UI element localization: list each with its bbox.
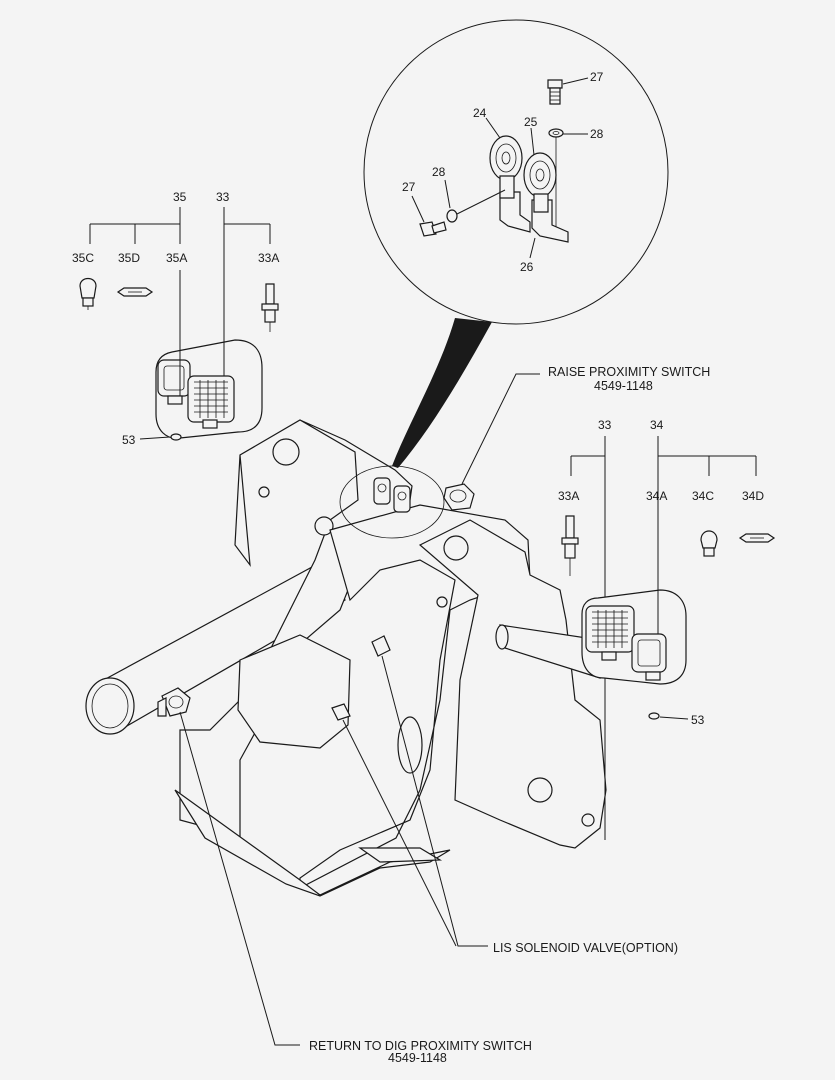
work-lamp-right <box>581 589 687 685</box>
callout-34a: 34A <box>646 489 667 503</box>
callout-25: 25 <box>524 115 538 129</box>
washer-53-left <box>170 433 182 441</box>
callout-27-top: 27 <box>590 70 604 84</box>
bolt-part <box>419 221 447 237</box>
callout-34d: 34D <box>742 489 764 503</box>
callout-35c: 35C <box>72 251 94 265</box>
washer-part <box>446 209 458 223</box>
callout-35d: 35D <box>118 251 140 265</box>
detail-circle <box>363 19 669 325</box>
callout-34: 34 <box>650 418 664 432</box>
callout-28-left: 28 <box>432 165 446 179</box>
washer-53-right <box>648 712 660 720</box>
lis-solenoid-valve-parts <box>331 635 391 721</box>
callout-34c: 34C <box>692 489 714 503</box>
work-lamp-left <box>155 339 263 439</box>
raise-proximity-switch-part <box>443 483 475 511</box>
bulb-35c-part <box>79 277 97 310</box>
callout-35: 35 <box>173 190 187 204</box>
callout-33-left: 33 <box>216 190 230 204</box>
callout-53-right: 53 <box>691 713 705 727</box>
right-lamp-callouts: 33 34 33A 34A 34C 34D <box>558 418 776 840</box>
callout-53-left: 53 <box>122 433 136 447</box>
detail-leader-band <box>392 318 492 468</box>
label-raise-proximity-switch: RAISE PROXIMITY SWITCH <box>548 365 710 379</box>
callout-35a: 35A <box>166 251 187 265</box>
detail-view: 27 28 24 25 28 27 26 <box>363 19 669 468</box>
label-return-switch-part-number: 4549-1148 <box>388 1051 447 1065</box>
bolt-part <box>547 79 563 105</box>
lamp-bracket-part <box>489 135 531 233</box>
callout-28-top: 28 <box>590 127 604 141</box>
label-lis-solenoid-valve: LIS SOLENOID VALVE(OPTION) <box>493 941 678 955</box>
bulb-34c-part <box>700 530 718 557</box>
bulb-35d-part <box>116 287 154 297</box>
callout-27-left: 27 <box>402 180 416 194</box>
bracket-small <box>373 477 411 513</box>
label-raise-switch-part-number: 4549-1148 <box>594 379 653 393</box>
callout-26: 26 <box>520 260 534 274</box>
bracket-zoom-ring <box>339 465 445 539</box>
bulb-33a-left-part <box>261 283 279 332</box>
left-lamp-callouts: 35 33 35C 35D 35A 33A <box>72 190 279 447</box>
lamp-bracket-part <box>523 152 569 243</box>
callout-33-right: 33 <box>598 418 612 432</box>
callout-24: 24 <box>473 106 487 120</box>
callout-33a-left: 33A <box>258 251 279 265</box>
bulb-33a-right-part <box>561 515 579 576</box>
label-return-to-dig-proximity-switch: RETURN TO DIG PROXIMITY SWITCH <box>309 1039 532 1053</box>
loader-frame <box>85 419 607 897</box>
bulb-34d-part <box>738 533 776 543</box>
return-to-dig-proximity-switch-part <box>157 687 191 717</box>
callout-33a-right: 33A <box>558 489 579 503</box>
washer-part <box>548 128 564 138</box>
